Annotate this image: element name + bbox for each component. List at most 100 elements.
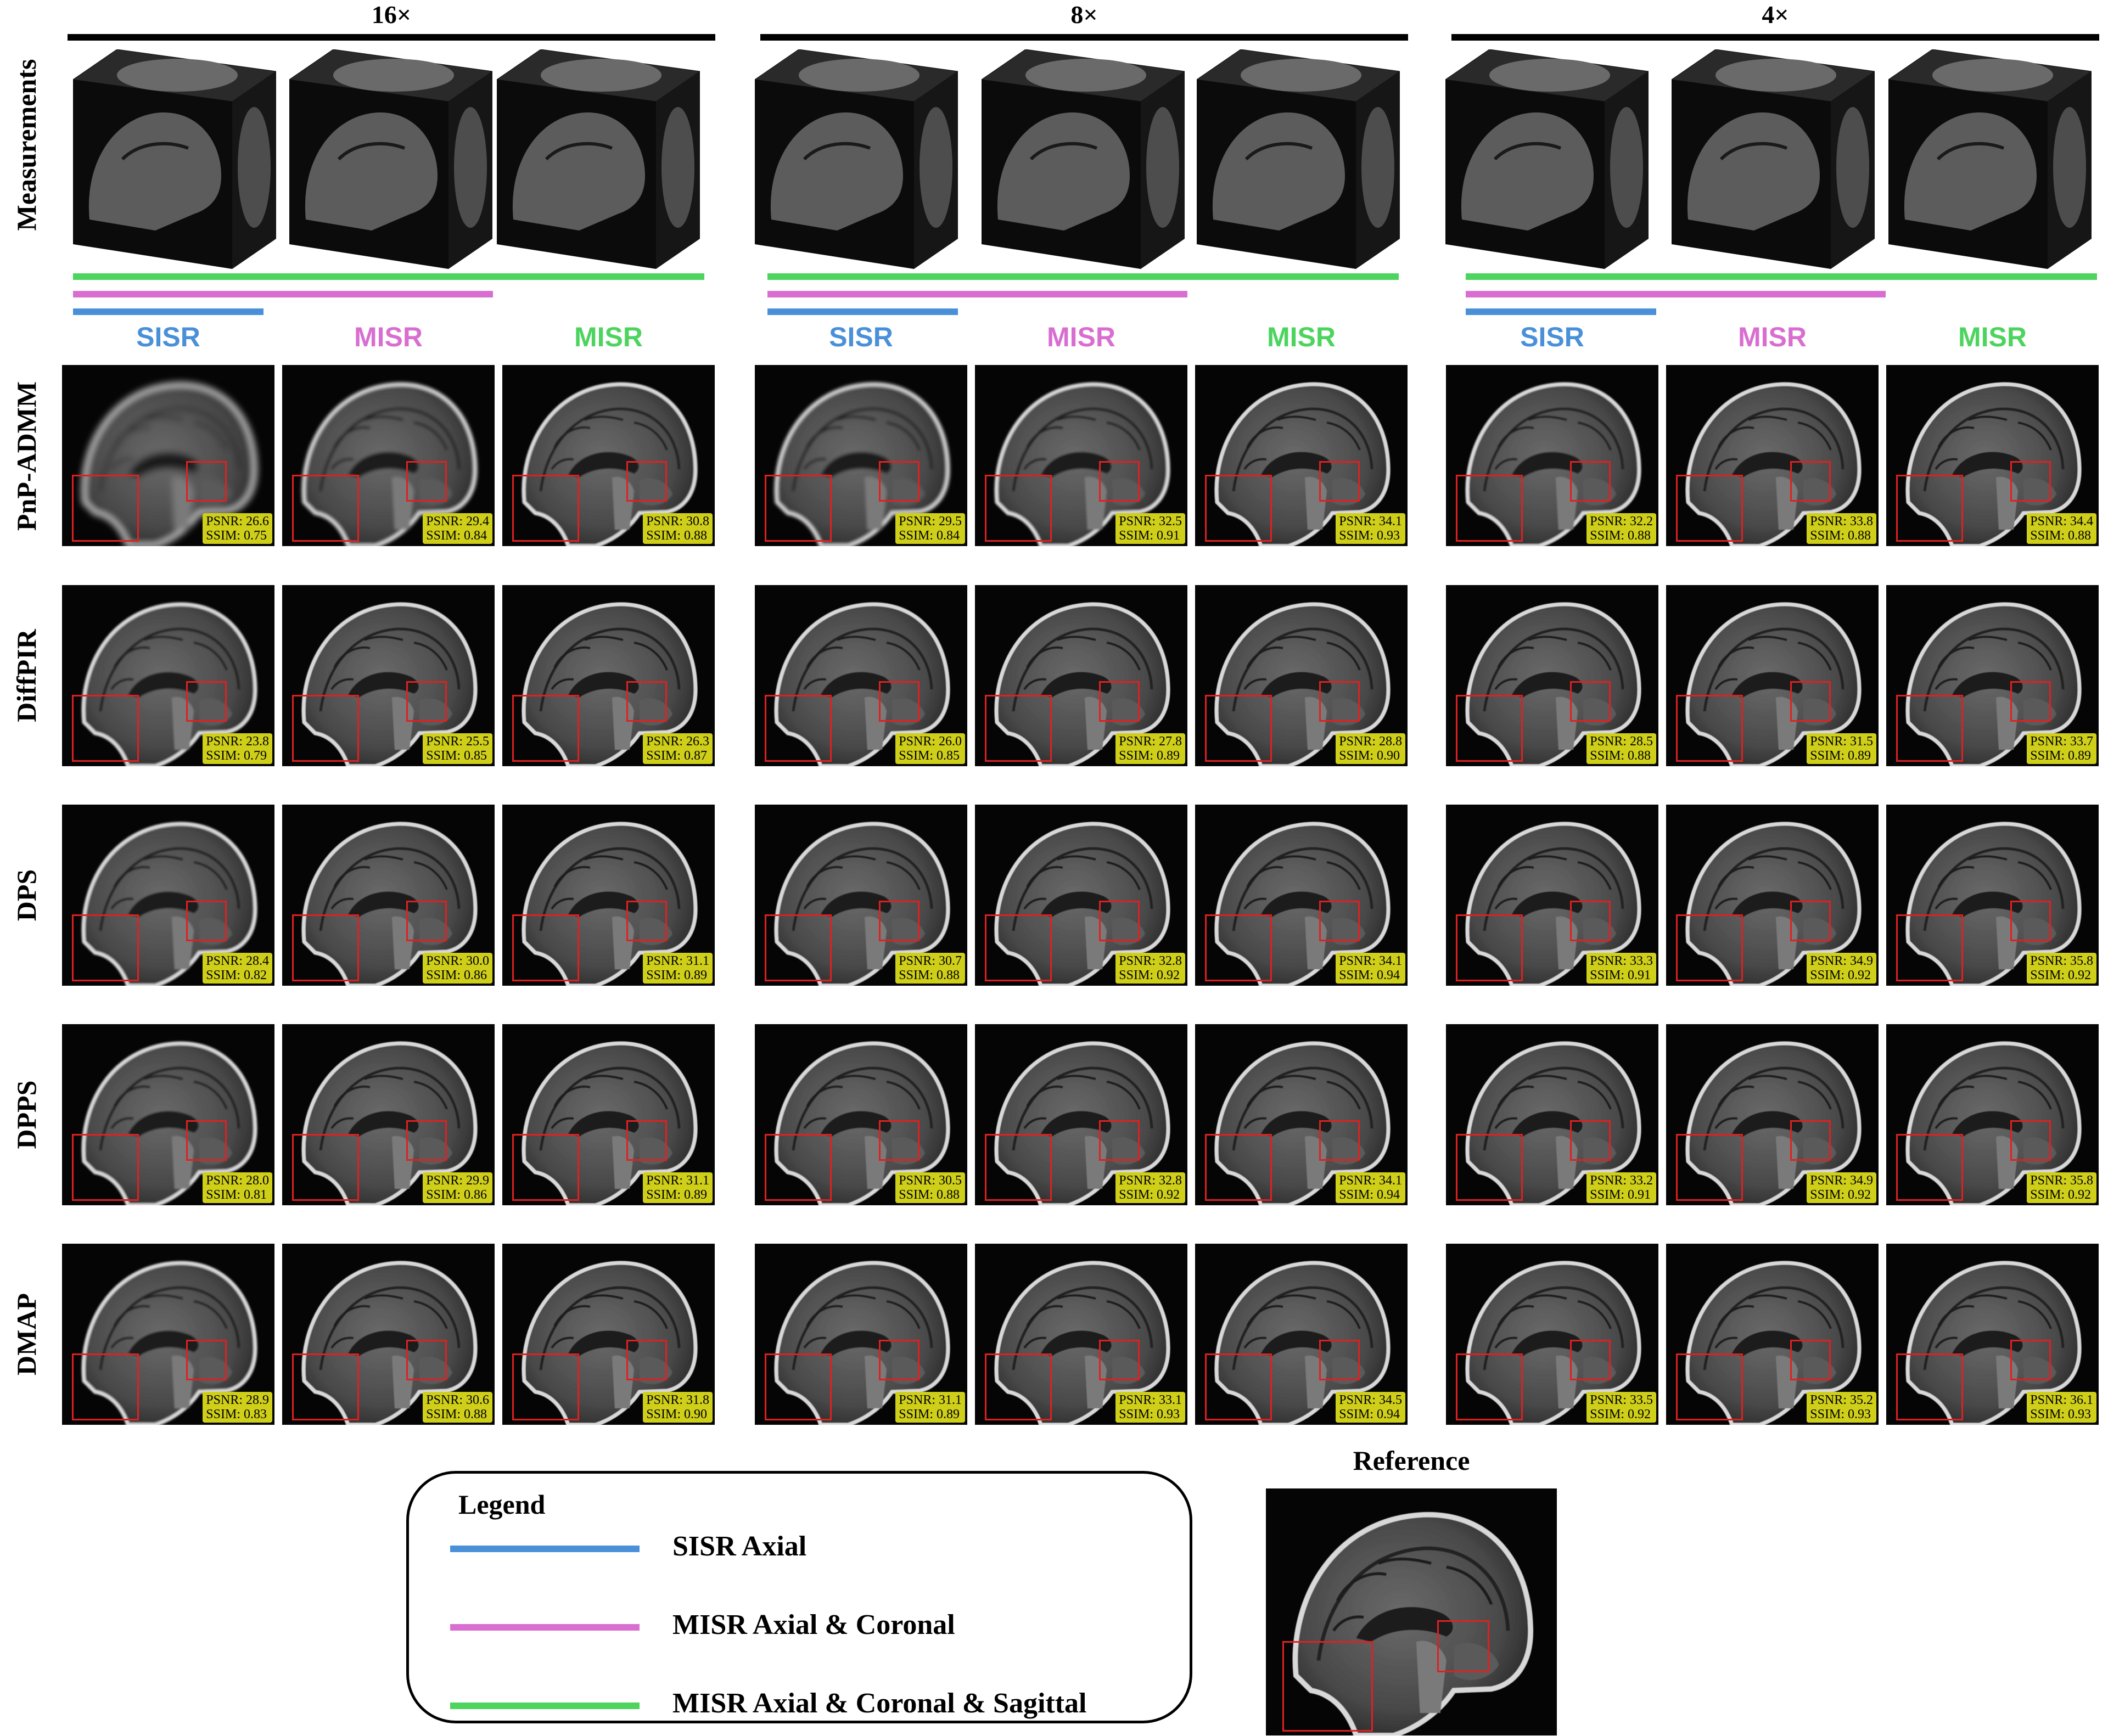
roi-box [1790, 461, 1831, 502]
ssim-value: SSIM: 0.88 [2030, 529, 2091, 543]
ssim-value: SSIM: 0.82 [206, 968, 267, 982]
roi-box [626, 901, 667, 941]
psnr-value: PSNR: 33.1 [1119, 1393, 1182, 1407]
ssim-value: SSIM: 0.81 [206, 1188, 267, 1202]
roi-box [626, 1120, 667, 1161]
psnr-value: PSNR: 34.5 [1339, 1393, 1402, 1407]
roi-box [1570, 461, 1611, 502]
method-label-misr: MISR [354, 322, 423, 352]
measurement-cube [72, 49, 277, 269]
roi-box [2010, 901, 2051, 941]
psnr-value: PSNR: 32.5 [1119, 514, 1182, 529]
legend-line [450, 1703, 640, 1709]
ssim-value: SSIM: 0.79 [206, 749, 267, 763]
psnr-value: PSNR: 35.8 [2030, 954, 2093, 968]
psnr-value: PSNR: 33.5 [1590, 1393, 1653, 1407]
roi-zoom-box [292, 914, 359, 981]
ssim-value: SSIM: 0.88 [1590, 529, 1651, 543]
roi-zoom-box [512, 1134, 579, 1201]
legend-box [406, 1471, 1192, 1723]
scale-label: 8× [1070, 1, 1098, 29]
roi-box [1319, 681, 1360, 722]
psnr-value: PSNR: 29.4 [426, 514, 489, 529]
roi-zoom-box [985, 914, 1052, 981]
ssim-value: SSIM: 0.83 [206, 1407, 267, 1422]
roi-box [879, 1340, 920, 1380]
ssim-value: SSIM: 0.89 [2030, 749, 2091, 763]
roi-box [1437, 1620, 1489, 1672]
ssim-value: SSIM: 0.92 [1810, 968, 1871, 982]
roi-zoom-box [1205, 1134, 1272, 1201]
roi-box [406, 1120, 447, 1161]
legend-item-label: MISR Axial & Coronal & Sagittal [672, 1688, 1087, 1719]
roi-zoom-box [1282, 1641, 1373, 1732]
scale-label: 4× [1762, 1, 1789, 29]
method-label-misr: MISR [1047, 322, 1115, 352]
method-label-misr: MISR [1738, 322, 1807, 352]
psnr-value: PSNR: 31.5 [1810, 734, 1873, 749]
ssim-value: SSIM: 0.88 [899, 968, 960, 982]
roi-box [879, 901, 920, 941]
scale-bar [760, 34, 1408, 41]
roi-box [186, 461, 227, 502]
roi-zoom-box [72, 1353, 139, 1420]
roi-box [1790, 901, 1831, 941]
psnr-value: PSNR: 35.8 [2030, 1173, 2093, 1188]
ssim-value: SSIM: 0.94 [1339, 968, 1400, 982]
roi-zoom-box [985, 475, 1052, 542]
ssim-value: SSIM: 0.92 [2030, 1188, 2091, 1202]
psnr-value: PSNR: 36.1 [2030, 1393, 2093, 1407]
misr-acs-bar [73, 273, 704, 280]
reference-title: Reference [1353, 1445, 1470, 1476]
roi-box [406, 901, 447, 941]
ssim-value: SSIM: 0.89 [646, 968, 707, 982]
psnr-value: PSNR: 34.9 [1810, 954, 1873, 968]
psnr-value: PSNR: 31.1 [899, 1393, 962, 1407]
roi-box [2010, 1120, 2051, 1161]
measurement-cube [288, 49, 494, 269]
method-label-misr: MISR [1267, 322, 1336, 352]
roi-zoom-box [292, 475, 359, 542]
psnr-value: PSNR: 30.5 [899, 1173, 962, 1188]
ssim-value: SSIM: 0.88 [646, 529, 707, 543]
roi-zoom-box [765, 475, 832, 542]
ssim-value: SSIM: 0.88 [1590, 749, 1651, 763]
psnr-value: PSNR: 33.3 [1590, 954, 1653, 968]
row-label-dpps: DPPS [11, 1080, 42, 1149]
ssim-value: SSIM: 0.88 [1810, 529, 1871, 543]
legend-line [450, 1624, 640, 1631]
psnr-value: PSNR: 34.1 [1339, 954, 1402, 968]
psnr-value: PSNR: 31.1 [646, 1173, 709, 1188]
roi-zoom-box [72, 1134, 139, 1201]
measurement-cube [980, 49, 1186, 269]
roi-box [1099, 1120, 1140, 1161]
misr-ac-bar [73, 291, 493, 297]
sisr-bar [73, 308, 264, 315]
